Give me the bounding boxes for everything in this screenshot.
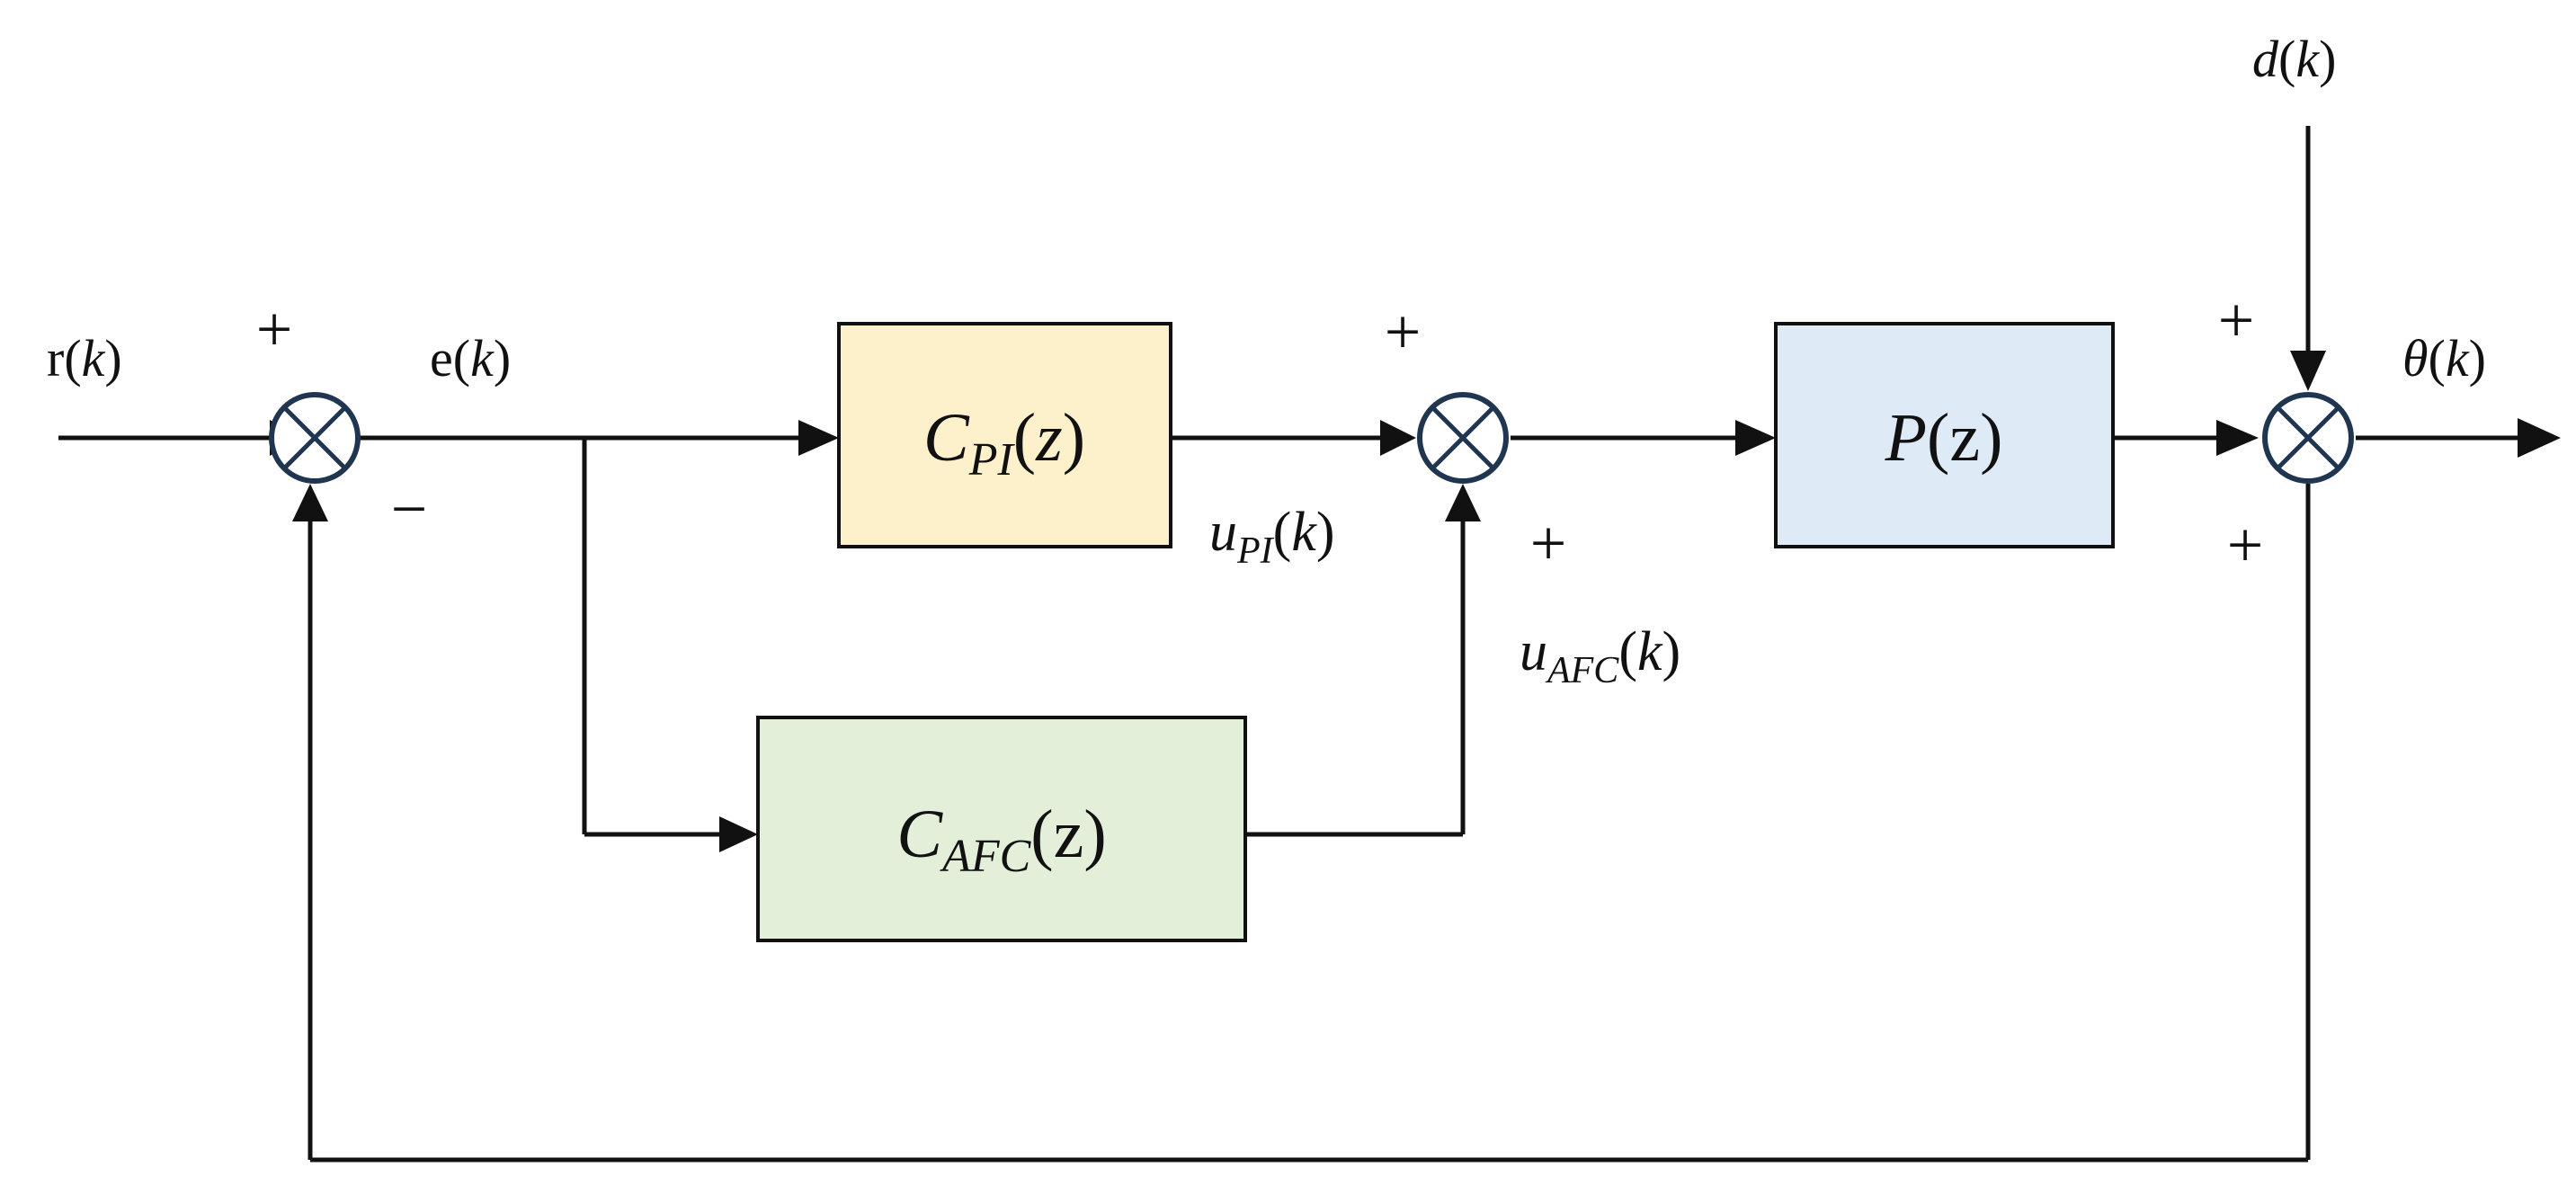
sum3-left-arrowhead (2216, 420, 2259, 456)
plant-block-label: P(z) (1885, 400, 2003, 476)
reference-signal-label: r(k) (47, 329, 122, 388)
summing-junction-2 (1417, 392, 1509, 484)
sum3-left-plus-sign: + (2227, 509, 2264, 581)
disturbance-signal-label: d(k) (2252, 30, 2336, 88)
summing-junction-1 (269, 392, 361, 484)
output-arrowhead (2518, 418, 2561, 458)
summing-junction-3 (2262, 392, 2354, 484)
afc-controller-block (756, 716, 1247, 942)
sum2-bottom-plus-sign: + (1530, 507, 1567, 579)
afc-input-arrowhead (719, 816, 758, 852)
sum3-top-arrowhead (2290, 351, 2326, 391)
sum1-bottom-arrowhead (292, 484, 328, 521)
sum3-top-plus-sign: + (2218, 284, 2255, 356)
sum1-minus-sign: − (391, 473, 428, 545)
sum1-plus-sign: + (256, 293, 293, 365)
pi-block-label: CPI(z) (923, 400, 1085, 486)
output-signal-label: θ(k) (2402, 329, 2486, 388)
pi-controller-block (837, 322, 1172, 548)
sum2-bottom-arrowhead (1445, 484, 1481, 521)
error-signal-label: e(k) (430, 329, 511, 388)
u-afc-signal-label: uAFC(k) (1520, 621, 1680, 691)
plant-input-arrowhead (1735, 420, 1776, 456)
sum2-left-plus-sign: + (1385, 296, 1422, 368)
sum2-left-arrowhead (1380, 420, 1416, 456)
pi-input-arrowhead (798, 420, 839, 456)
u-pi-signal-label: uPI(k) (1209, 502, 1335, 572)
plant-block (1774, 322, 2115, 548)
afc-block-label: CAFC(z) (896, 797, 1106, 882)
